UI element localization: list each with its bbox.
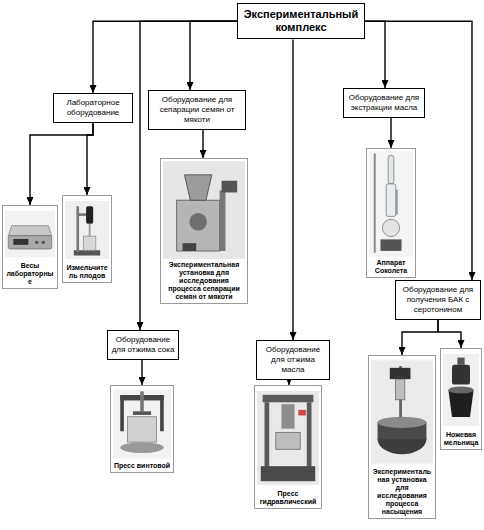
handle bbox=[457, 358, 464, 365]
frame-post bbox=[120, 395, 124, 431]
box-label: Оборудование для получения БАК с серотон… bbox=[399, 285, 477, 315]
connector-arrow bbox=[438, 320, 461, 348]
box-label: Экспериментальный комплекс bbox=[241, 8, 361, 34]
box-label: Оборудование для отжима сока bbox=[111, 335, 175, 355]
connector-arrow bbox=[141, 360, 142, 385]
connector-arrow bbox=[202, 130, 203, 158]
base bbox=[261, 466, 315, 481]
category-box: Оборудование для сепарации семян от мяко… bbox=[148, 90, 246, 130]
machine-body bbox=[177, 200, 220, 251]
siphon bbox=[396, 190, 398, 215]
tray bbox=[120, 442, 164, 453]
equipment-caption: Весы лабораторные bbox=[5, 262, 55, 286]
gauge bbox=[298, 410, 306, 416]
root-box: Экспериментальный комплекс bbox=[237, 3, 365, 39]
screw-press-illustration bbox=[113, 388, 171, 460]
photo-ground bbox=[371, 360, 433, 463]
drum bbox=[189, 213, 207, 231]
box-label: Лабораторное оборудование bbox=[57, 98, 129, 118]
outlet bbox=[183, 243, 197, 251]
frame-post bbox=[220, 190, 226, 251]
equipment-caption: Аппарат Соколета bbox=[369, 259, 413, 275]
scale-button bbox=[35, 241, 38, 244]
motor-head bbox=[452, 365, 470, 385]
equipment-card: Экспериментальная установка для исследов… bbox=[368, 355, 436, 519]
equipment-caption: Измельчитель плодов bbox=[65, 264, 109, 280]
photo-ground bbox=[257, 391, 319, 485]
category-box: Лабораторное оборудование bbox=[53, 93, 133, 123]
box-label: Оборудование для сепарации семян от мяко… bbox=[152, 95, 242, 125]
scale-body bbox=[8, 236, 51, 249]
equipment-caption: Пресс гидравлический bbox=[257, 490, 319, 506]
blender-illustration bbox=[65, 198, 109, 262]
basket bbox=[128, 417, 157, 442]
top-beam bbox=[263, 395, 314, 403]
category-box: Оборудование для экстракции масла bbox=[343, 88, 425, 118]
equipment-card: Экспериментальная установка для исследов… bbox=[160, 158, 248, 304]
motor bbox=[390, 368, 411, 379]
screw bbox=[140, 391, 144, 411]
box-label: Оборудование для отжима масла bbox=[260, 345, 326, 375]
connector-arrow bbox=[190, 21, 237, 90]
equipment-card: Измельчитель плодов bbox=[62, 195, 112, 283]
separator-illustration bbox=[163, 161, 245, 259]
beaker bbox=[83, 236, 95, 250]
equipment-card: Пресс гидравлический bbox=[254, 385, 322, 509]
connector-arrow bbox=[93, 21, 237, 93]
connector-arrow bbox=[87, 123, 93, 195]
column bbox=[265, 402, 270, 468]
connector-arrow bbox=[390, 118, 391, 148]
scale-illustration bbox=[5, 208, 55, 260]
scale-pan bbox=[8, 226, 51, 236]
equipment-card: Ножевая мельница bbox=[440, 348, 482, 450]
category-box: Оборудование для отжима масла bbox=[256, 340, 330, 380]
connector-arrow bbox=[30, 123, 93, 205]
box-label: Оборудование для экстракции масла bbox=[347, 93, 421, 113]
control-box bbox=[222, 181, 238, 193]
connector-arrow bbox=[365, 21, 385, 88]
equipment-caption: Экспериментальная установка для исследов… bbox=[163, 261, 245, 301]
photo-ground bbox=[113, 390, 171, 459]
photo-ground bbox=[369, 151, 413, 256]
saturation-setup-illustration bbox=[371, 358, 433, 466]
extractor bbox=[386, 184, 396, 217]
stand-rod bbox=[76, 206, 79, 252]
equipment-card: Аппарат Соколета bbox=[366, 148, 416, 278]
flask bbox=[382, 219, 399, 236]
scale-button bbox=[42, 241, 45, 244]
category-box: Оборудование для получения БАК с серотон… bbox=[395, 280, 481, 320]
bowl bbox=[448, 390, 473, 417]
photo-ground bbox=[65, 201, 109, 259]
heater bbox=[380, 239, 401, 250]
photo-ground bbox=[5, 211, 55, 258]
soxhlet-illustration bbox=[369, 151, 413, 257]
condenser bbox=[388, 155, 394, 184]
scale-display bbox=[13, 239, 28, 245]
bowl-rim bbox=[448, 386, 473, 393]
column bbox=[307, 402, 312, 468]
equipment-card: Пресс винтовой bbox=[110, 385, 174, 473]
knife-mill-illustration bbox=[443, 351, 479, 429]
vessel bbox=[395, 379, 404, 400]
cylinder bbox=[281, 404, 294, 428]
hopper bbox=[184, 175, 211, 200]
category-box: Оборудование для отжима сока bbox=[107, 330, 179, 360]
mould bbox=[276, 432, 300, 449]
equipment-card: Весы лабораторные bbox=[2, 205, 58, 289]
motor bbox=[86, 206, 93, 224]
tank-lid bbox=[378, 417, 427, 428]
stand-rod bbox=[374, 153, 376, 252]
plate bbox=[133, 411, 151, 415]
connector-arrow bbox=[365, 21, 472, 280]
hydraulic-press-illustration bbox=[257, 388, 319, 488]
equipment-caption: Пресс винтовой bbox=[113, 462, 171, 470]
connector-arrow bbox=[402, 320, 438, 355]
frame-post bbox=[160, 395, 164, 431]
connector-arrow bbox=[292, 39, 293, 340]
photo-ground bbox=[443, 354, 479, 426]
equipment-caption: Экспериментальная установка для исследов… bbox=[371, 468, 433, 516]
photo-ground bbox=[163, 161, 245, 259]
equipment-caption: Ножевая мельница bbox=[443, 431, 479, 447]
